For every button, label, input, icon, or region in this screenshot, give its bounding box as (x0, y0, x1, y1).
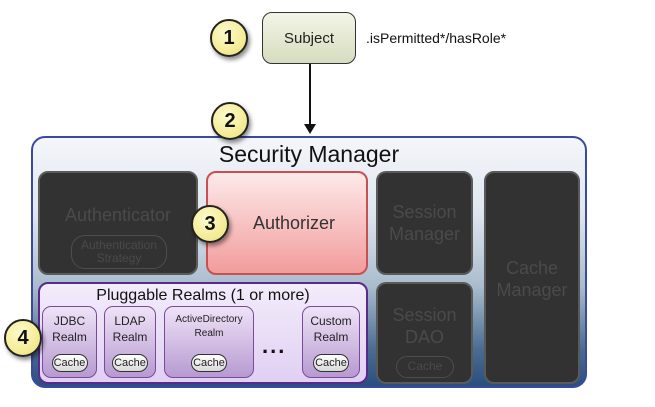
subject-method-label: .isPermitted*/hasRole* (366, 30, 507, 46)
cache-pill: Cache (191, 354, 227, 372)
realm-label: JDBC Realm (52, 314, 87, 344)
cache-pill: Cache (51, 354, 88, 372)
session-dao-cache-pill: Cache (396, 356, 454, 378)
authenticator-box: Authenticator Authentication Strategy (38, 171, 198, 275)
authentication-strategy-pill: Authentication Strategy (71, 235, 167, 269)
cache-manager-label: Cache Manager (496, 258, 568, 300)
pluggable-realms-title: Pluggable Realms (1 or more) (96, 287, 310, 304)
step-badge-3: 3 (191, 205, 229, 243)
security-manager-title: Security Manager (218, 141, 400, 167)
realm-jdbc: JDBC Realm Cache (42, 306, 97, 378)
session-manager-box: Session Manager (376, 171, 473, 275)
authorizer-box: Authorizer (206, 171, 368, 275)
realm-label: ActiveDirectory Realm (175, 314, 243, 339)
session-dao-box: Session DAO Cache (376, 282, 473, 384)
step-badge-1: 1 (210, 19, 248, 57)
authenticator-label: Authenticator (64, 205, 172, 225)
step-badge-2: 2 (211, 102, 249, 140)
arrow-down-icon (304, 124, 316, 134)
subject-label: Subject (283, 29, 335, 47)
realm-ldap: LDAP Realm Cache (104, 306, 156, 378)
authorizer-label: Authorizer (252, 212, 336, 233)
realm-activedirectory: ActiveDirectory Realm Cache (164, 306, 254, 378)
realm-label: LDAP Realm (112, 314, 148, 344)
cache-manager-box: Cache Manager (484, 171, 580, 384)
realm-label: Custom Realm (310, 314, 352, 344)
session-manager-label: Session Manager (388, 202, 461, 244)
subject-box: Subject (262, 12, 356, 64)
cache-pill: Cache (313, 354, 349, 372)
cache-pill: Cache (112, 354, 148, 372)
session-dao-label: Session DAO (392, 305, 457, 347)
arrow-line (309, 64, 311, 126)
step-badge-4: 4 (4, 319, 42, 357)
realm-custom: Custom Realm Cache (302, 306, 360, 378)
more-realms-ellipsis: ... (262, 333, 287, 358)
